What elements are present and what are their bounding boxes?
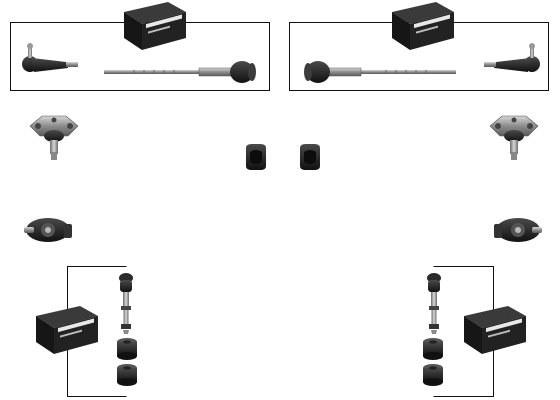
link-bushing-right-upper-icon: [423, 338, 443, 360]
control-arm-bushing-left-icon: [24, 218, 72, 242]
ball-joint-right-icon: [489, 115, 539, 161]
product-box-bottom-right: [464, 306, 526, 354]
stabilizer-bushing-right-icon: [300, 144, 320, 170]
tie-rod-end-right-icon: [484, 43, 540, 72]
stabilizer-bushing-left-icon: [246, 144, 266, 170]
sway-bar-link-left-icon: [119, 273, 133, 334]
kit-group-bottom-left: [36, 266, 137, 397]
inner-tie-rod-right-icon: [303, 60, 457, 84]
product-box-bottom-left: [36, 306, 98, 354]
product-box-top-left: [124, 2, 186, 50]
kit-group-top-left: [10, 2, 270, 91]
ball-joint-left-icon: [29, 115, 79, 161]
kit-group-bottom-right: [423, 266, 526, 397]
sway-bar-link-right-icon: [427, 273, 441, 334]
product-box-top-right: [392, 2, 454, 50]
inner-tie-rod-left-icon: [103, 60, 257, 84]
kit-group-top-right: [289, 2, 549, 91]
control-arm-bushing-right-icon: [494, 218, 542, 242]
link-bushing-left-upper-icon: [117, 338, 137, 360]
tie-rod-end-left-icon: [22, 43, 78, 72]
link-bushing-left-lower-icon: [117, 364, 137, 386]
link-bushing-right-lower-icon: [423, 364, 443, 386]
